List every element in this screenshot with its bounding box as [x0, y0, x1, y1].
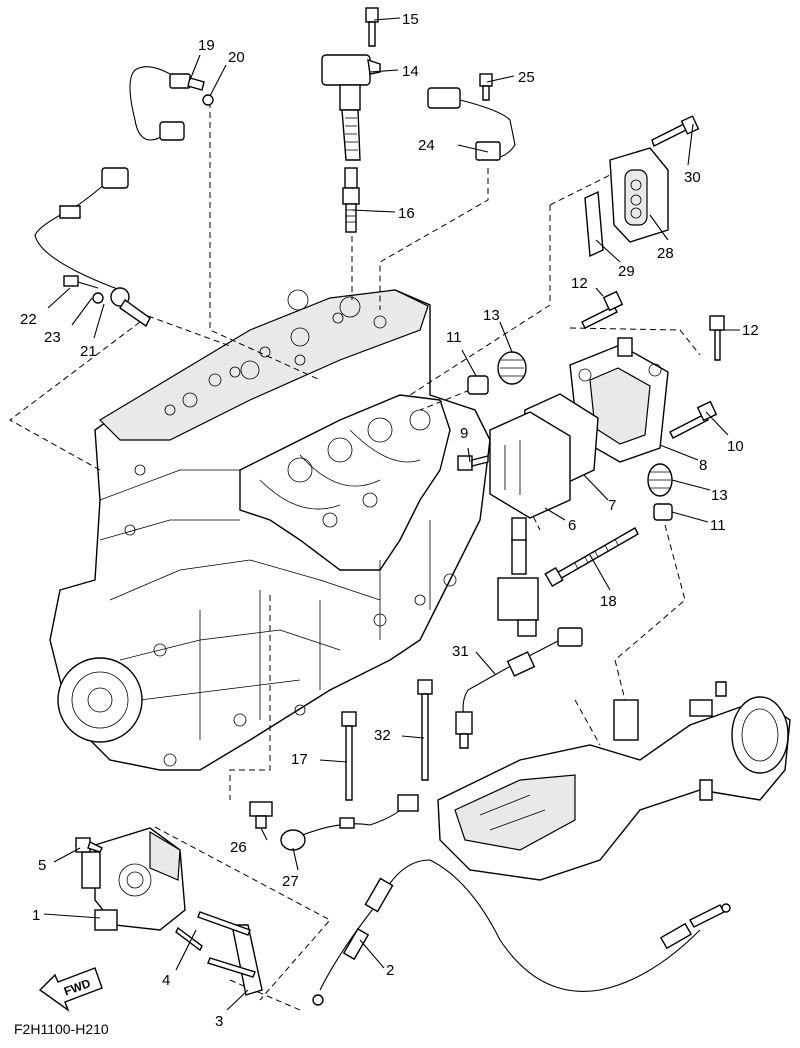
engine-block	[49, 289, 491, 771]
bolt-9	[457, 455, 489, 471]
sensor-cover	[609, 147, 669, 243]
callout-19: 19	[198, 37, 215, 54]
callout-17: 17	[291, 751, 308, 768]
callout-26: 26	[230, 839, 247, 856]
grommet-11-upper	[467, 375, 489, 395]
ecm-box	[489, 411, 571, 637]
callout-15: 15	[402, 11, 419, 28]
callout-leaders	[43, 17, 740, 1011]
cable-tie-32	[417, 679, 433, 781]
callout-18: 18	[600, 593, 617, 610]
bracket-3	[231, 924, 263, 996]
screws-4	[175, 911, 256, 978]
sensor-31	[455, 627, 583, 749]
cam-sensor	[427, 73, 516, 161]
callout-28: 28	[657, 245, 674, 262]
spark-plug	[342, 167, 360, 233]
callout-1: 1	[32, 907, 40, 924]
intake-manifold	[437, 681, 791, 881]
callout-8: 8	[699, 457, 707, 474]
pressure-sensor-26	[249, 801, 273, 829]
callout-11-upper: 11	[446, 329, 462, 346]
knock-sensor-harness	[34, 167, 151, 328]
diagram-code: F2H1100-H210	[14, 1021, 109, 1037]
callout-10: 10	[727, 438, 744, 455]
bolts-12	[581, 290, 725, 361]
callout-22: 22	[20, 311, 37, 328]
callout-13-lower: 13	[711, 487, 728, 504]
callout-27: 27	[282, 873, 299, 890]
grommet-13-upper	[497, 351, 527, 385]
callout-20: 20	[228, 49, 245, 66]
throttle-body	[81, 827, 186, 931]
cover-gasket	[584, 190, 604, 258]
sensor-harness-27	[280, 794, 419, 851]
callout-16: 16	[398, 205, 415, 222]
bolt-10	[669, 400, 718, 439]
callout-6: 6	[568, 517, 576, 534]
callout-30: 30	[684, 169, 701, 186]
callout-32: 32	[374, 727, 391, 744]
callout-23: 23	[44, 329, 61, 346]
callout-7: 7	[608, 497, 616, 514]
cable-tie-17	[341, 711, 357, 801]
callout-11-lower: 11	[710, 517, 726, 534]
callout-21: 21	[80, 343, 97, 360]
callout-13-upper: 13	[483, 307, 500, 324]
callout-9: 9	[460, 425, 468, 442]
cover-bolt	[651, 115, 700, 147]
callout-14: 14	[402, 63, 419, 80]
callout-24: 24	[418, 137, 435, 154]
callout-3: 3	[215, 1013, 223, 1030]
forward-arrow: FWD	[38, 967, 103, 1012]
throttle-cable	[312, 859, 731, 1006]
temperature-probe-18	[544, 527, 639, 588]
callout-25: 25	[518, 69, 535, 86]
callout-29: 29	[618, 263, 635, 280]
callout-labels: 15 14 16 19 20 25 24 30 28 29 22 23 21 1…	[20, 11, 759, 1030]
coil-bolt	[365, 7, 379, 47]
callout-2: 2	[386, 962, 394, 979]
callout-5: 5	[38, 857, 46, 874]
grommet-11-lower	[653, 503, 673, 521]
callout-12-upper: 12	[571, 275, 588, 292]
callout-12-right: 12	[742, 322, 759, 339]
grommet-13-lower	[647, 463, 673, 497]
temperature-sensor-harness	[129, 66, 214, 141]
callout-4: 4	[162, 972, 170, 989]
callout-31: 31	[452, 643, 469, 660]
ignition-coil	[321, 54, 381, 161]
